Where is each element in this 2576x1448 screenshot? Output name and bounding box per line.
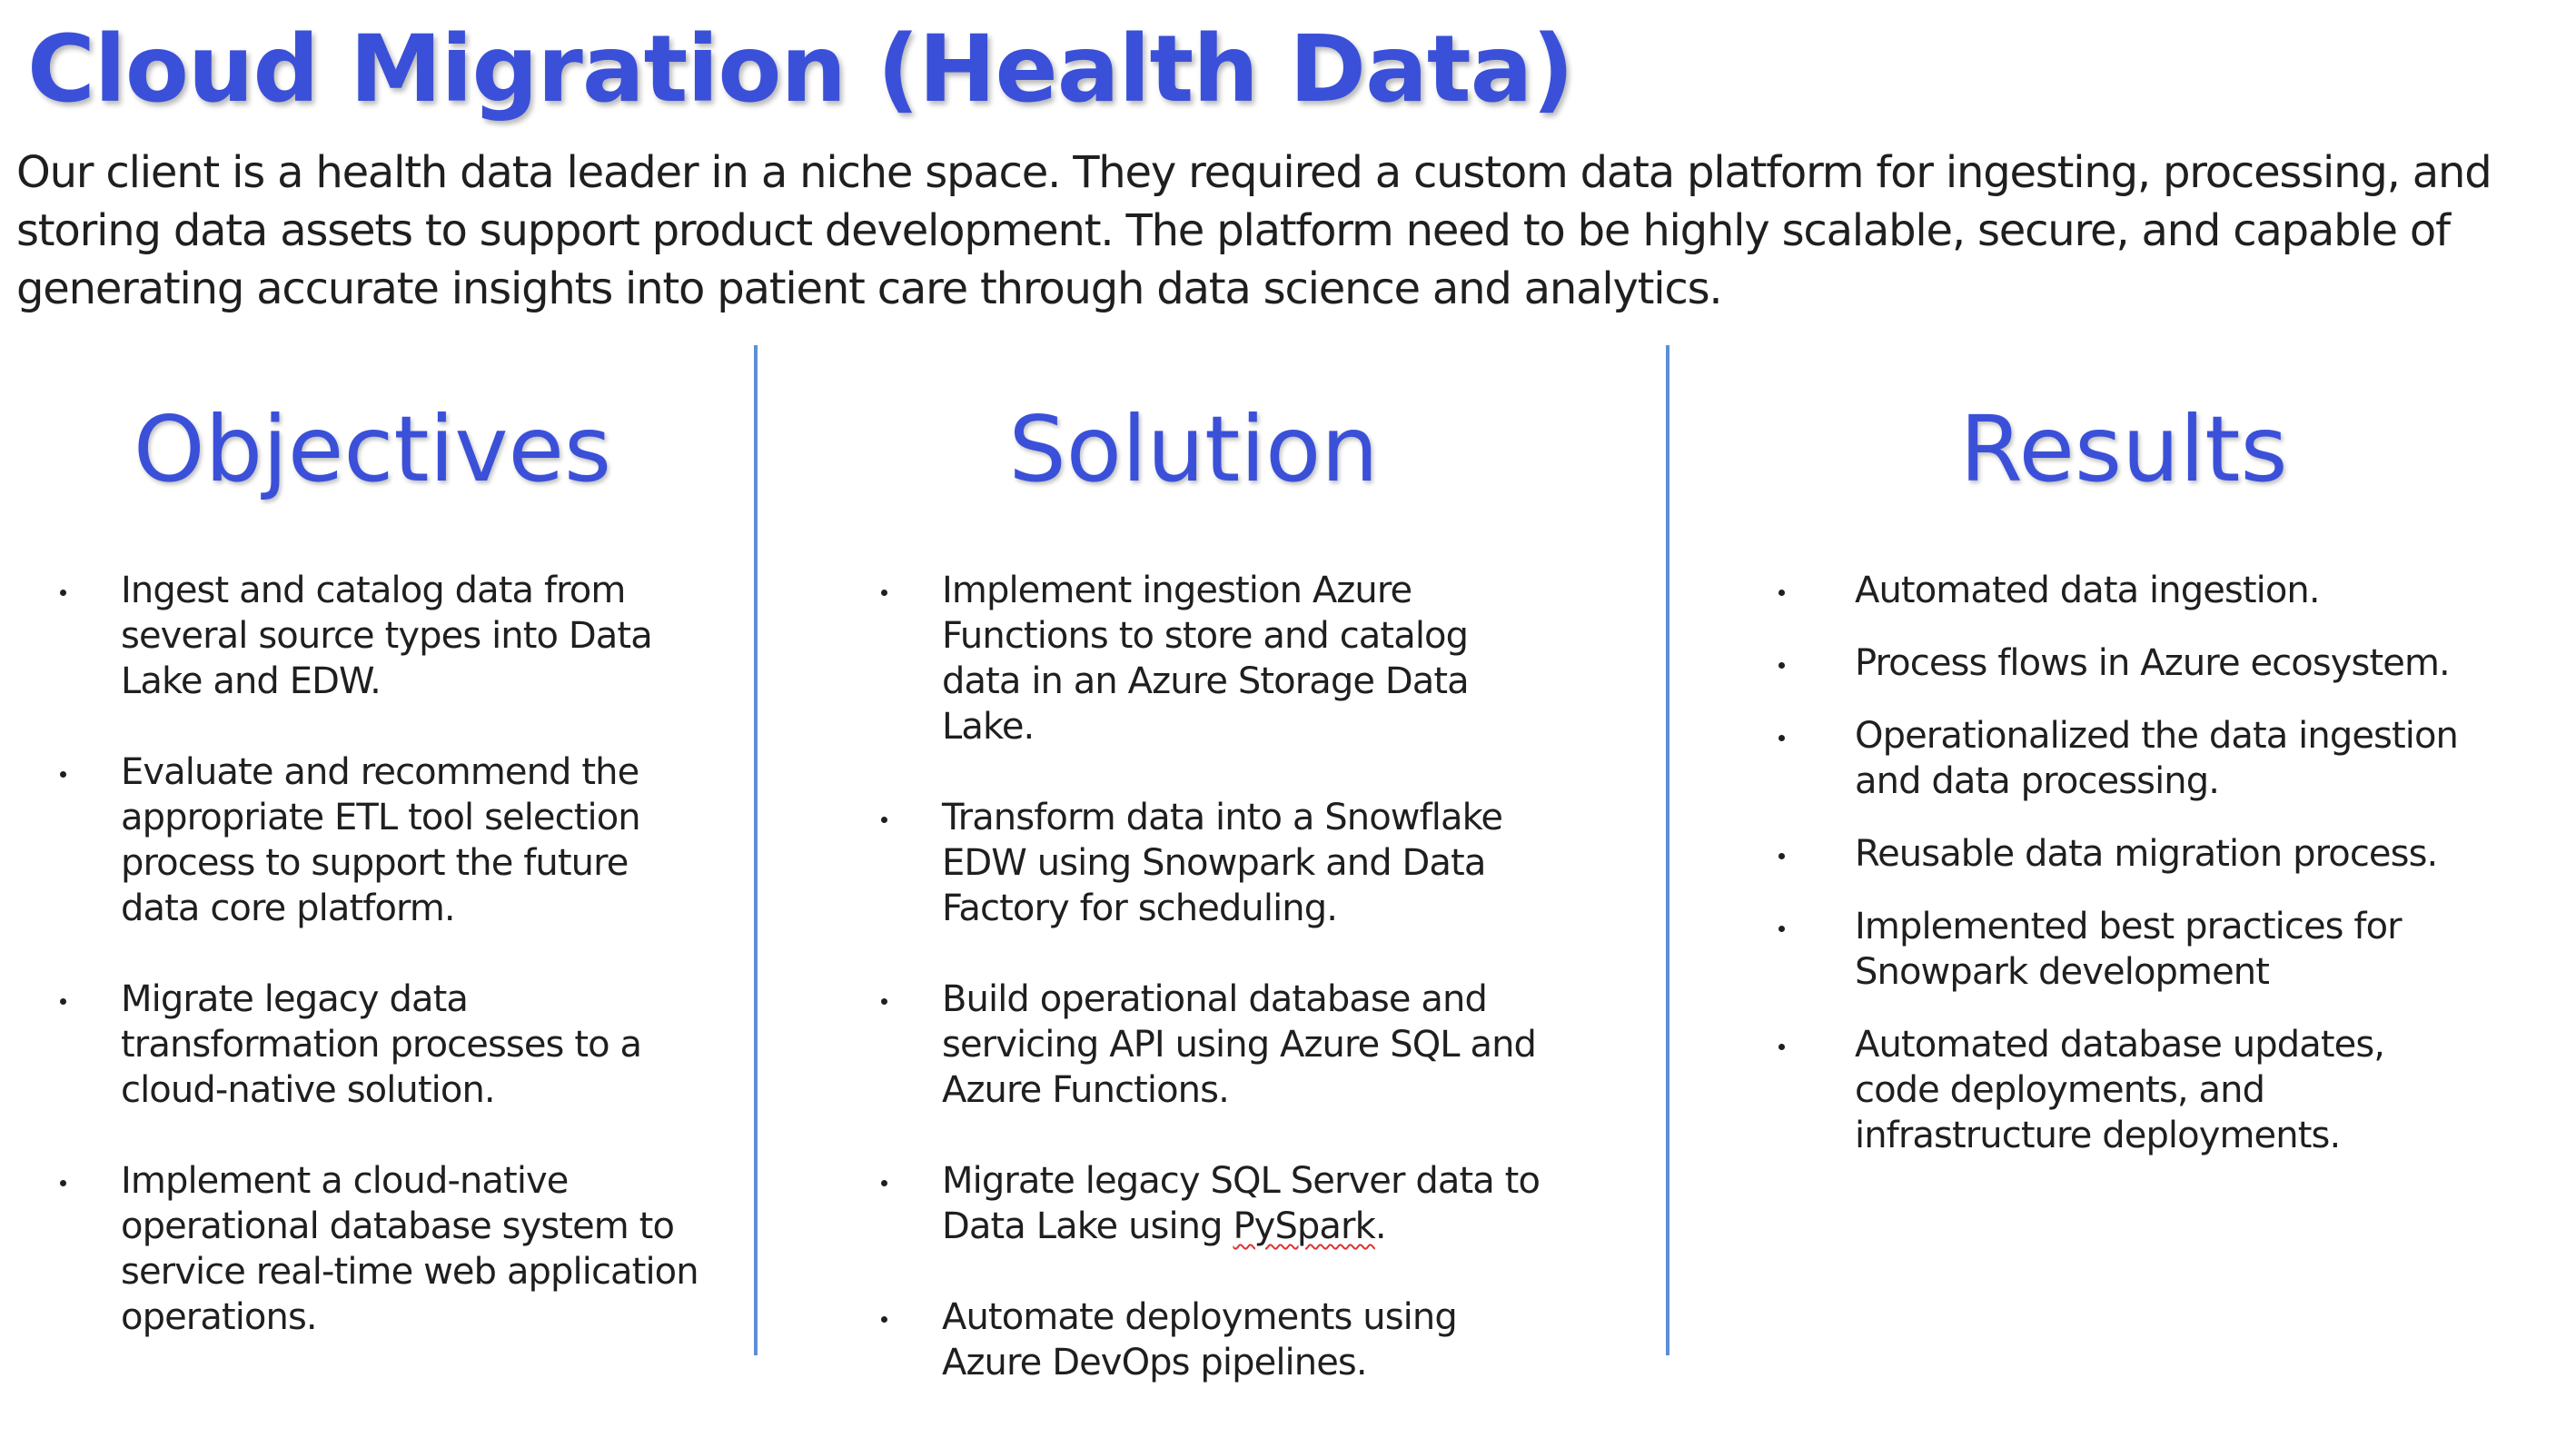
solution-item: Migrate legacy SQL Server data to Data L… [881,1158,1541,1249]
page-title: Cloud Migration (Health Data) [27,15,1574,124]
results-item: Operationalized the data ingestion and d… [1778,713,2491,804]
bullet-dot [881,1180,887,1186]
results-item: Automated data ingestion. [1778,568,2527,613]
bullet-dot [1778,853,1785,859]
results-item-text: Process flows in Azure ecosystem. [1855,642,2451,684]
bullet-dot [881,590,887,596]
objectives-item-text: Migrate legacy data transformation proce… [121,978,642,1111]
solution-item-text: Build operational database and servicing… [942,978,1537,1111]
solution-column: Solution Implement ingestion Azure Funct… [758,386,1666,1384]
results-heading: Results [1959,396,2288,502]
bullet-dot [60,998,66,1005]
results-item-text: Reusable data migration process. [1855,833,2438,875]
results-item: Implemented best practices for Snowpark … [1778,904,2491,995]
results-column: Results Automated data ingestion. Proces… [1669,386,2576,1156]
objectives-item-text: Evaluate and recommend the appropriate E… [121,751,641,929]
bullet-dot [1778,1044,1785,1050]
bullet-dot [1778,735,1785,741]
solution-item-text: Transform data into a Snowflake EDW usin… [942,797,1503,929]
solution-item: Transform data into a Snowflake EDW usin… [881,795,1541,931]
solution-heading: Solution [1008,396,1379,502]
bullet-dot [1778,662,1785,669]
objectives-item-text: Ingest and catalog data from several sou… [121,570,653,702]
bullet-dot [1778,926,1785,932]
solution-item: Build operational database and servicing… [881,977,1541,1113]
solution-item-text-after: . [1374,1205,1387,1247]
results-item-text: Automated database updates, code deploym… [1855,1024,2385,1156]
solution-item-text: Automate deployments using Azure DevOps … [942,1296,1458,1384]
objectives-item: Ingest and catalog data from several sou… [60,568,711,704]
bullet-dot [1778,590,1785,596]
solution-item: Automate deployments using Azure DevOps … [881,1294,1541,1385]
objectives-heading: Objectives [133,396,612,502]
spellcheck-flagged-word: PySpark [1233,1205,1375,1247]
column-divider-left [754,345,758,1355]
results-item: Process flows in Azure ecosystem. [1778,640,2527,686]
bullet-dot [881,998,887,1005]
bullet-dot [60,590,66,596]
solution-item-text: Implement ingestion Azure Functions to s… [942,570,1470,748]
results-item-text: Operationalized the data ingestion and d… [1855,715,2459,802]
results-item-text: Implemented best practices for Snowpark … [1855,906,2403,993]
solution-item: Implement ingestion Azure Functions to s… [881,568,1541,749]
results-item: Automated database updates, code deploym… [1778,1022,2454,1158]
objectives-item: Migrate legacy data transformation proce… [60,977,711,1113]
intro-paragraph: Our client is a health data leader in a … [16,147,2492,314]
objectives-column: Objectives Ingest and catalog data from … [0,386,754,1338]
bullet-dot [60,771,66,778]
bullet-dot [60,1180,66,1186]
objectives-item: Evaluate and recommend the appropriate E… [60,749,711,931]
results-item-text: Automated data ingestion. [1855,570,2321,611]
objectives-item-text: Implement a cloud-native operational dat… [121,1160,699,1338]
results-item: Reusable data migration process. [1778,831,2527,877]
bullet-dot [881,817,887,823]
bullet-dot [881,1316,887,1323]
solution-item-text: Migrate legacy SQL Server data to Data L… [942,1158,1541,1249]
objectives-item: Implement a cloud-native operational dat… [60,1158,738,1340]
solution-item-text-before: Migrate legacy SQL Server data to Data L… [942,1160,1541,1247]
column-divider-right [1666,345,1669,1355]
